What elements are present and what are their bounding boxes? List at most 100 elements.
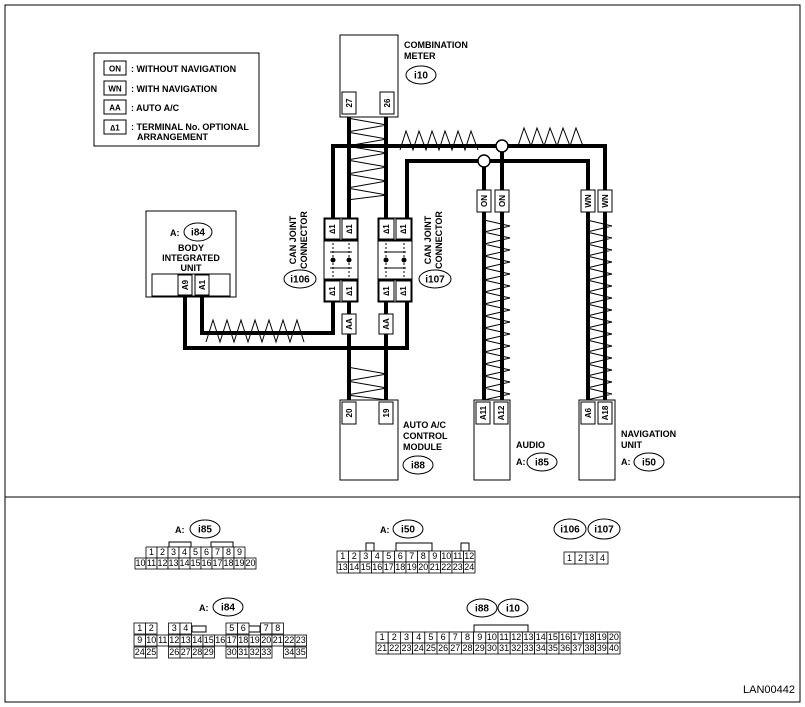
connector-pin-label: 3 bbox=[404, 632, 409, 642]
connector-pin-label: 12 bbox=[169, 635, 179, 645]
connector-code-oval bbox=[497, 598, 529, 618]
connector-pin-label: 1 bbox=[380, 632, 385, 642]
connector-pin-cell bbox=[294, 634, 307, 647]
connector-pin-label: 12 bbox=[511, 632, 521, 642]
twist-meter bbox=[346, 117, 388, 201]
connector-code-oval bbox=[189, 519, 221, 539]
navigation-unit: A6 A18 NAVIGATION UNIT A: i50 bbox=[578, 399, 676, 481]
connector-pin-cell bbox=[260, 646, 273, 659]
auto-ac-label-3: MODULE bbox=[403, 442, 442, 452]
connector-pin-label: 17 bbox=[227, 635, 237, 645]
wire-tag-star: ∆1 bbox=[328, 286, 337, 296]
connector-code-oval bbox=[553, 518, 587, 540]
diagram-frame bbox=[4, 4, 801, 703]
connector-pin-label: 12 bbox=[157, 558, 167, 568]
connector-pin-label: 8 bbox=[421, 551, 426, 561]
pin-box bbox=[378, 280, 395, 302]
connector-pin-label: 32 bbox=[511, 643, 521, 653]
connector-pin-label: 11 bbox=[158, 635, 167, 645]
connector-pin-label: 29 bbox=[204, 647, 214, 657]
can-bus-node bbox=[346, 257, 352, 263]
connector-pin-label: 20 bbox=[609, 632, 619, 642]
connector-pin-label: 13 bbox=[181, 635, 191, 645]
audio-pin-a12: A12 bbox=[497, 405, 506, 420]
navigation-code: i50 bbox=[642, 458, 656, 469]
connector-pin-label: 16 bbox=[560, 632, 570, 642]
connector-pin-label: 28 bbox=[462, 643, 472, 653]
connector-pin-label: 14 bbox=[192, 635, 202, 645]
connector-pin-label: 9 bbox=[237, 547, 242, 557]
connector-pin-label: 37 bbox=[572, 643, 582, 653]
connector-pin-label: 31 bbox=[499, 643, 509, 653]
legend-text-on: : WITHOUT NAVIGATION bbox=[131, 64, 236, 74]
wire-tag-wn: WN bbox=[584, 194, 593, 208]
connector-pin-label: 22 bbox=[441, 562, 451, 572]
audio-unit: A11 A12 AUDIO A: i85 bbox=[473, 399, 558, 481]
legend-code-box bbox=[103, 119, 127, 135]
connector-pin-label: 3 bbox=[172, 623, 177, 633]
connector-pin-label: 3 bbox=[363, 551, 368, 561]
twist-can-upper-left bbox=[399, 129, 479, 152]
connector-pin-label: 34 bbox=[536, 643, 546, 653]
pin-box bbox=[379, 91, 395, 115]
connector-pin-label: 22 bbox=[284, 635, 294, 645]
connector-pin-label: 4 bbox=[375, 551, 380, 561]
connector-pin-label: 2 bbox=[352, 551, 357, 561]
connector-pin-label: 13 bbox=[168, 558, 178, 568]
legend-text-star-line1: : TERMINAL No. OPTIONAL bbox=[131, 122, 249, 132]
wire-tag-wn: WN bbox=[601, 194, 610, 208]
connector-pin-label: 22 bbox=[389, 643, 399, 653]
legend-text-star-line2: ARRANGEMENT bbox=[137, 132, 209, 142]
connector-pin-cell bbox=[463, 561, 476, 574]
legend-code-on: ON bbox=[109, 65, 121, 74]
connector-pin-label: 1 bbox=[137, 623, 142, 633]
meter-pin-27: 27 bbox=[345, 98, 354, 107]
connector-pin-cell bbox=[607, 642, 621, 655]
can-connector-bus bbox=[377, 240, 413, 280]
body-unit-code: i84 bbox=[191, 228, 205, 239]
connector-pin-label: 4 bbox=[183, 623, 188, 633]
pin-box bbox=[341, 280, 358, 302]
connector-pin-label: 28 bbox=[192, 647, 202, 657]
connector-pin-label: 13 bbox=[338, 562, 348, 572]
connector-i106-code: i106 bbox=[560, 525, 580, 536]
connector-pin-label: 11 bbox=[147, 558, 156, 568]
connector-pin-label: 10 bbox=[146, 635, 156, 645]
combination-meter-label-1: COMBINATION bbox=[404, 40, 468, 50]
body-unit-label-1: BODY bbox=[178, 243, 204, 253]
ac-pin-19: 19 bbox=[382, 408, 391, 417]
connector-pin-label: 23 bbox=[401, 643, 411, 653]
connector-pin-label: 12 bbox=[464, 551, 474, 561]
connector-pin-label: 18 bbox=[395, 562, 405, 572]
connector-pin-label: 5 bbox=[229, 623, 234, 633]
connector-pin-label: 39 bbox=[597, 643, 607, 653]
connector-pin-label: 15 bbox=[361, 562, 371, 572]
connector-pin-label: 3 bbox=[171, 547, 176, 557]
connector-code-oval bbox=[633, 452, 665, 472]
audio-pin-a11: A11 bbox=[479, 405, 488, 420]
connector-pin-label: 10 bbox=[441, 551, 451, 561]
connector-pin-cell bbox=[294, 646, 307, 659]
can-left-code: i106 bbox=[290, 275, 310, 286]
connector-pin-label: 26 bbox=[438, 643, 448, 653]
figure-code: LAN00442 bbox=[743, 684, 795, 696]
connector-pin-label: 21 bbox=[430, 562, 440, 572]
connector-pin-label: 35 bbox=[296, 647, 306, 657]
pin-box bbox=[194, 274, 210, 296]
navigation-label-1: NAVIGATION bbox=[621, 429, 676, 439]
connector-pin-label: 29 bbox=[475, 643, 485, 653]
connector-pin-label: 21 bbox=[273, 635, 283, 645]
auto-ac-label-2: CONTROL bbox=[403, 431, 448, 441]
connector-pin-label: 6 bbox=[241, 623, 246, 633]
connector-pin-label: 6 bbox=[441, 632, 446, 642]
connector-pin-label: 27 bbox=[181, 647, 191, 657]
connector-key bbox=[460, 542, 470, 552]
connector-pin-label: 11 bbox=[499, 632, 508, 642]
connector-i84-prefix: A: bbox=[199, 603, 209, 613]
wire-tag-box bbox=[341, 313, 357, 335]
wire-tag-box bbox=[378, 313, 394, 335]
can-joint-connector-left: ∆1 ∆1 ∆1 ∆1 CAN JOINT CONNECTOR i106 bbox=[283, 211, 359, 303]
